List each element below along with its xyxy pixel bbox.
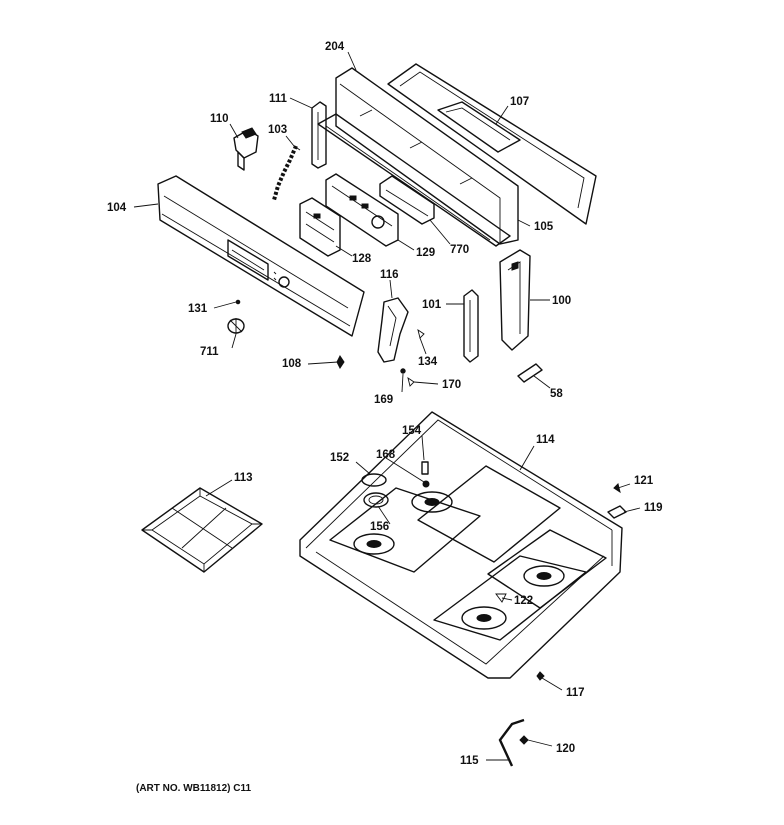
part-131-screw	[235, 299, 241, 305]
label-120: 120	[556, 743, 575, 755]
part-116-endcap	[377, 297, 409, 363]
art-number-footer: (ART NO. WB11812) C11	[136, 783, 251, 794]
part-103-harness	[272, 145, 301, 201]
part-154-orifice	[421, 461, 429, 475]
label-110: 110	[210, 113, 229, 125]
label-168: 168	[376, 449, 396, 461]
label-122: 122	[514, 595, 533, 607]
part-168-spreader	[422, 480, 430, 488]
label-129: 129	[416, 247, 435, 259]
part-770-module	[379, 175, 435, 225]
burner-left-front	[353, 533, 395, 555]
label-58: 58	[550, 388, 563, 400]
label-131: 131	[188, 303, 208, 315]
part-108-clip	[336, 355, 345, 369]
part-711-knob	[227, 318, 245, 334]
part-119-clip	[607, 505, 627, 519]
burner-left-rear	[411, 491, 453, 513]
part-122-orifice	[495, 593, 507, 603]
part-117-screw	[536, 671, 545, 681]
burner-right-rear	[523, 565, 565, 587]
part-169-screw	[400, 368, 406, 374]
part-107-top-trim	[387, 63, 597, 225]
label-119: 119	[644, 502, 663, 514]
part-134-screw	[417, 328, 425, 339]
part-152-cap	[361, 473, 387, 487]
part-105-rear-panel	[317, 67, 519, 247]
part-58-clip	[517, 363, 543, 383]
part-129-clock	[325, 173, 399, 247]
label-116: 116	[380, 269, 399, 281]
label-111: 111	[269, 93, 288, 105]
label-156: 156	[370, 521, 389, 533]
label-104: 104	[107, 202, 127, 214]
label-115: 115	[460, 755, 479, 767]
label-204: 204	[325, 41, 345, 53]
label-100: 100	[552, 295, 571, 307]
label-101: 101	[422, 299, 442, 311]
part-120-fitting	[519, 735, 529, 745]
label-134: 134	[418, 356, 438, 368]
label-103: 103	[268, 124, 287, 136]
callout-labels: 204 107 111 110 103 104 105 128 129 770 …	[107, 41, 663, 767]
label-154: 154	[402, 425, 422, 437]
part-156-head	[363, 492, 389, 508]
part-113-grate	[141, 487, 263, 573]
label-114: 114	[536, 434, 555, 446]
label-128: 128	[352, 253, 372, 265]
label-117: 117	[566, 687, 585, 699]
part-101-bracket	[463, 289, 479, 363]
leader-lines	[133, 51, 641, 761]
part-111-bracket	[311, 101, 327, 169]
label-121: 121	[634, 475, 654, 487]
part-100-sidetrim	[499, 249, 531, 351]
burner-right-front	[461, 606, 507, 630]
part-115-tube	[498, 718, 525, 767]
label-169: 169	[374, 394, 393, 406]
part-104-control-panel	[157, 175, 365, 337]
label-711: 711	[200, 346, 219, 358]
label-108: 108	[282, 358, 302, 370]
label-113: 113	[234, 472, 253, 484]
part-110-switch	[233, 127, 259, 171]
part-128-board	[299, 197, 341, 257]
label-770: 770	[450, 244, 469, 256]
part-114-cooktop	[299, 411, 623, 679]
label-170: 170	[442, 379, 461, 391]
label-152: 152	[330, 452, 349, 464]
part-170-screw	[407, 376, 415, 387]
label-105: 105	[534, 221, 554, 233]
label-107: 107	[510, 96, 529, 108]
